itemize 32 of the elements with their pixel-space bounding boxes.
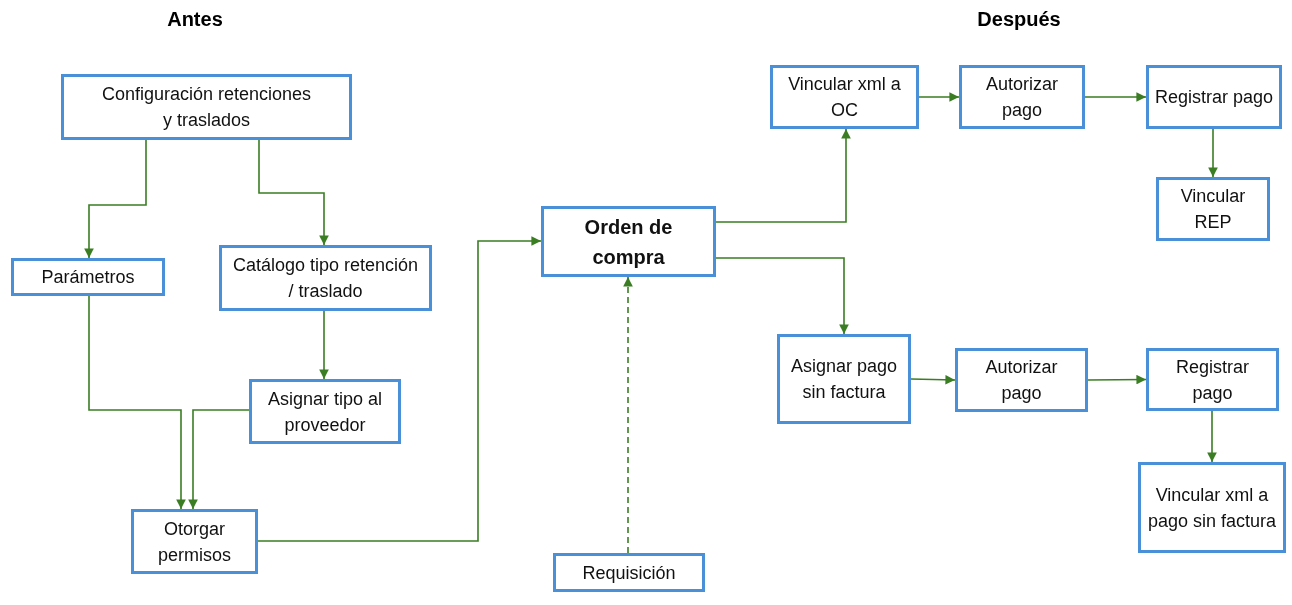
process-box: Otorgar permisos xyxy=(131,509,258,574)
arrow xyxy=(1207,410,1217,463)
arrow xyxy=(84,139,147,259)
arrow xyxy=(715,128,851,223)
arrow xyxy=(1208,128,1218,178)
dashed-arrow xyxy=(623,276,633,554)
process-box: Vincular xml a OC xyxy=(770,65,919,129)
process-box: Orden de compra xyxy=(541,206,716,277)
process-box: Parámetros xyxy=(11,258,165,296)
arrow xyxy=(257,236,542,542)
process-box: Registrar pago xyxy=(1146,65,1282,129)
process-box: Autorizar pago xyxy=(959,65,1085,129)
arrow xyxy=(1087,374,1147,385)
arrow xyxy=(910,375,956,385)
process-box: Vincular xml a pago sin factura xyxy=(1138,462,1286,553)
arrow xyxy=(258,139,329,246)
section-heading: Después xyxy=(977,8,1061,31)
process-box: Requisición xyxy=(553,553,705,592)
arrow xyxy=(1084,92,1147,102)
section-heading: Antes xyxy=(167,8,223,31)
process-box: Asignar pago sin factura xyxy=(777,334,911,424)
arrow xyxy=(918,92,960,102)
process-box: Configuración retenciones y traslados xyxy=(61,74,352,140)
arrow xyxy=(188,409,250,510)
process-box: Asignar tipo al proveedor xyxy=(249,379,401,444)
process-box: Catálogo tipo retención / traslado xyxy=(219,245,432,311)
process-box: Vincular REP xyxy=(1156,177,1270,241)
arrow xyxy=(319,310,329,380)
arrow xyxy=(715,257,849,335)
process-box: Autorizar pago xyxy=(955,348,1088,412)
process-box: Registrar pago xyxy=(1146,348,1279,411)
arrow xyxy=(88,295,186,510)
